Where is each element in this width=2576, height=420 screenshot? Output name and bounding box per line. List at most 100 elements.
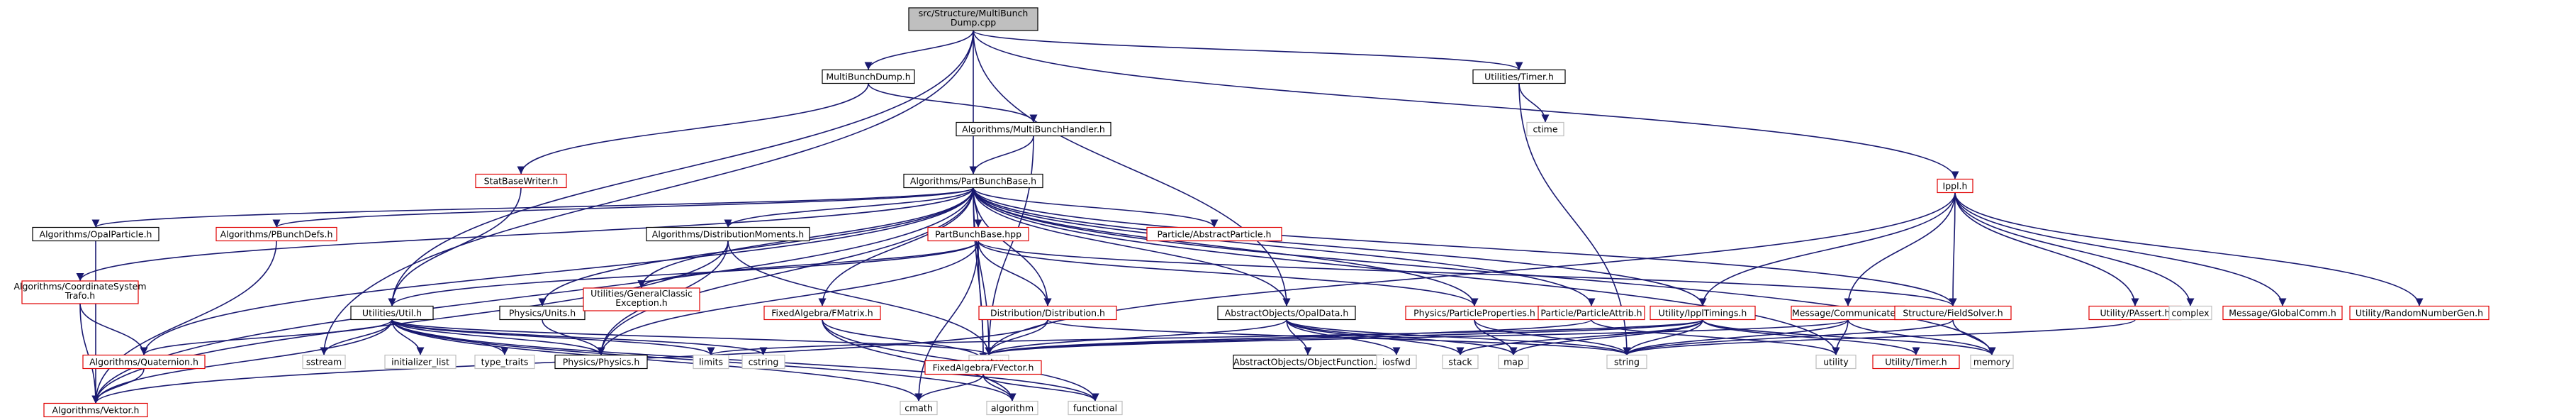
node-opalp[interactable]: Algorithms/OpalParticle.h	[32, 226, 159, 242]
node-abspart[interactable]: Particle/AbstractParticle.h	[1146, 226, 1282, 242]
node-label: Particle/ParticleAttrib.h	[1540, 308, 1642, 319]
node-fvector[interactable]: FixedAlgebra/FVector.h	[924, 360, 1042, 375]
node-passert[interactable]: Utility/PAssert.h	[2088, 305, 2182, 321]
node-units[interactable]: Physics/Units.h	[499, 305, 586, 321]
node-label: AbstractObjects/ObjectFunction.h	[1233, 357, 1382, 368]
node-box	[583, 287, 700, 311]
node-map[interactable]: map	[1498, 354, 1529, 370]
edge-util-to-vektor	[91, 319, 393, 404]
edge-pbb-to-distdist	[973, 187, 1052, 306]
edge-pbb-to-fmatrix	[818, 187, 974, 306]
node-sbw[interactable]: StatBaseWriter.h	[475, 173, 567, 189]
node-label: limits	[699, 357, 723, 368]
edge-opaldata-to-string	[1286, 319, 1631, 356]
node-utility[interactable]: utility	[1815, 354, 1857, 370]
node-initlist[interactable]: initializer_list	[384, 354, 457, 370]
node-msgcomm[interactable]: Message/Communicate.h	[1791, 305, 1905, 321]
node-box	[1606, 354, 1647, 370]
edge-fsolver-to-memory	[1952, 319, 1996, 355]
node-label: algorithm	[991, 403, 1034, 414]
node-box	[1526, 121, 1564, 137]
node-box	[2168, 305, 2212, 321]
node-ppart[interactable]: Physics/ParticleProperties.h	[1405, 305, 1544, 321]
node-stack[interactable]: stack	[1442, 354, 1479, 370]
node-label: FixedAlgebra/FMatrix.h	[771, 308, 873, 319]
node-distm[interactable]: Algorithms/DistributionMoments.h	[646, 226, 810, 242]
edge-pbhpp-to-cmath	[914, 241, 979, 402]
node-mbh[interactable]: Algorithms/MultiBunchHandler.h	[956, 121, 1111, 137]
node-util[interactable]: Utilities/Util.h	[350, 305, 434, 321]
node-iosfwd[interactable]: iosfwd	[1376, 354, 1417, 370]
node-label: Algorithms/OpalParticle.h	[40, 229, 152, 240]
node-algorithm[interactable]: algorithm	[986, 400, 1038, 416]
node-label: Algorithms/Quaternion.h	[89, 357, 198, 368]
node-label: string	[1614, 357, 1640, 368]
edge-ippl-to-passert	[1954, 192, 2139, 306]
edge-pbb-to-abspart	[973, 187, 1219, 228]
node-iptim[interactable]: Utility/IpplTimings.h	[1650, 305, 1756, 321]
node-ippl[interactable]: Ippl.h	[1937, 178, 1973, 194]
edge-pbb-to-vektor	[91, 187, 974, 404]
node-label: functional	[1073, 403, 1117, 414]
edge-pbhpp-to-physics	[597, 241, 979, 355]
node-pbb[interactable]: Algorithms/PartBunchBase.h	[903, 173, 1043, 189]
edge-timer-to-ctime	[1518, 83, 1550, 123]
node-utimer[interactable]: Utility/Timer.h	[1872, 354, 1960, 370]
edge-fvector-to-functional	[982, 374, 1099, 402]
node-pbdefs[interactable]: Algorithms/PBunchDefs.h	[215, 226, 337, 242]
node-label: Utilities/Timer.h	[1484, 72, 1554, 82]
edge-ippl-to-complex	[1954, 192, 2195, 306]
edge-opaldata-to-stack	[1286, 319, 1465, 355]
node-box	[1068, 400, 1123, 416]
node-label: Dump.cpp	[951, 17, 996, 28]
edge-util-to-vector	[391, 319, 993, 356]
node-sstream[interactable]: sstream	[302, 354, 346, 370]
node-functional[interactable]: functional	[1068, 400, 1123, 416]
node-ctime[interactable]: ctime	[1526, 121, 1564, 137]
edge-root-to-util	[388, 30, 974, 306]
node-string[interactable]: string	[1606, 354, 1647, 370]
edge-mbd-to-sbw	[517, 83, 869, 175]
node-timer[interactable]: Utilities/Timer.h	[1472, 69, 1566, 84]
node-cmath[interactable]: cmath	[900, 400, 938, 416]
edge-util-to-cmath	[391, 319, 923, 402]
edge-iptim-to-stack	[1456, 319, 1703, 355]
node-objfn[interactable]: AbstractObjects/ObjectFunction.h	[1233, 354, 1383, 370]
node-fmatrix[interactable]: FixedAlgebra/FMatrix.h	[763, 305, 881, 321]
node-vektor[interactable]: Algorithms/Vektor.h	[43, 402, 148, 418]
node-gcomm[interactable]: Message/GlobalComm.h	[2222, 305, 2343, 321]
node-box	[32, 226, 159, 242]
edge-sbw-to-util	[388, 187, 522, 306]
edge-pbb-to-pbdefs	[272, 187, 974, 228]
node-typetraits[interactable]: type_traits	[474, 354, 535, 370]
node-pattrib[interactable]: Particle/ParticleAttrib.h	[1538, 305, 1645, 321]
node-label: initializer_list	[391, 357, 449, 368]
edge-pbb-to-iptim	[973, 187, 1707, 306]
node-label: Utilities/Util.h	[362, 308, 422, 319]
node-limits[interactable]: limits	[693, 354, 729, 370]
node-fsolver[interactable]: Structure/FieldSolver.h	[1894, 305, 2012, 321]
node-rng[interactable]: Utility/RandomNumberGen.h	[2349, 305, 2490, 321]
node-quat[interactable]: Algorithms/Quaternion.h	[82, 354, 206, 370]
edge-pbb-to-physics	[597, 187, 974, 355]
node-box	[900, 400, 938, 416]
node-pbhpp[interactable]: PartBunchBase.hpp	[927, 226, 1029, 242]
node-box	[302, 354, 346, 370]
node-label: stack	[1448, 357, 1472, 368]
node-memory[interactable]: memory	[1970, 354, 2014, 370]
node-box	[956, 121, 1111, 137]
edge-ippl-to-fsolver	[1949, 192, 1957, 306]
edge-pbhpp-to-distdist	[978, 241, 1052, 306]
node-complex[interactable]: complex	[2168, 305, 2212, 321]
edge-ippl-to-iptim	[1698, 192, 1956, 306]
node-root[interactable]: src/Structure/MultiBunchDump.cpp	[908, 7, 1038, 31]
node-cstring[interactable]: cstring	[741, 354, 785, 370]
node-distdist[interactable]: Distribution/Distribution.h	[978, 305, 1117, 321]
node-physics[interactable]: Physics/Physics.h	[554, 354, 648, 370]
node-box	[350, 305, 434, 321]
node-opaldata[interactable]: AbstractObjects/OpalData.h	[1217, 305, 1356, 321]
node-mbd[interactable]: MultiBunchDump.h	[822, 69, 915, 84]
node-box	[2222, 305, 2343, 321]
